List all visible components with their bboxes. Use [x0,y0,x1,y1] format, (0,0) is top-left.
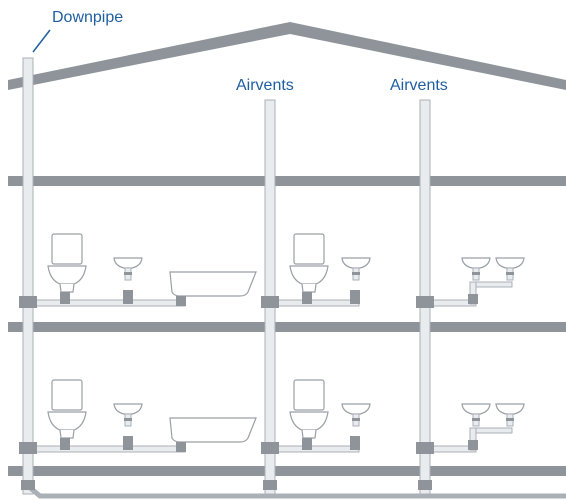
branch-pipe [274,299,360,307]
fitting [176,442,186,452]
washbasin-icon [113,403,143,427]
fitting [302,292,312,304]
airvent-label-right: Airvents [390,77,448,94]
sewer-collector [26,484,566,499]
toilet-icon [289,379,329,439]
upper-bathroom-right [416,257,525,308]
upper-bathroom-left [19,233,257,308]
washbasin-icon [341,403,371,427]
fitting [263,480,277,490]
fitting [19,442,37,454]
washbasin-icon [495,403,525,427]
branch-pipe [475,427,513,434]
fitting [261,442,279,454]
fitting [302,438,312,450]
fitting [123,290,133,304]
branch-pipe [32,299,186,307]
lower-bathroom-center [261,379,371,454]
fitting [350,436,360,450]
fitting [468,294,478,304]
washbasin-icon [113,257,143,281]
upper-bathroom-center [261,233,371,308]
downpipe-label: Downpipe [52,9,124,26]
fitting [123,436,133,450]
washbasin-icon [495,257,525,281]
lower-bathroom-right [416,403,525,454]
ceiling-slab [8,176,566,186]
fitting [60,292,70,304]
toilet-icon [47,233,87,293]
downpipe-leader [32,29,51,53]
downpipe-icon [22,57,34,495]
roof-left [8,22,290,90]
branch-pipe [274,445,360,453]
fitting [416,296,434,308]
toilet-icon [289,233,329,293]
washbasin-icon [341,257,371,281]
bathtub-icon [169,417,257,443]
washbasin-icon [461,403,491,427]
floor-slab-lower [8,466,566,476]
roof-right [290,22,566,90]
fitting [176,296,186,306]
fitting [416,442,434,454]
lower-bathroom-left [19,379,257,454]
fitting [418,480,432,490]
washbasin-icon [461,257,491,281]
branch-pipe [475,281,513,288]
fitting [261,296,279,308]
airvent-label-center: Airvents [236,77,294,94]
fitting [468,440,478,450]
fitting [60,438,70,450]
fitting [21,480,35,490]
floor-slab-upper [8,322,566,332]
bathtub-icon [169,271,257,297]
fitting [350,290,360,304]
branch-pipe [32,445,186,453]
toilet-icon [47,379,87,439]
fitting [19,296,37,308]
